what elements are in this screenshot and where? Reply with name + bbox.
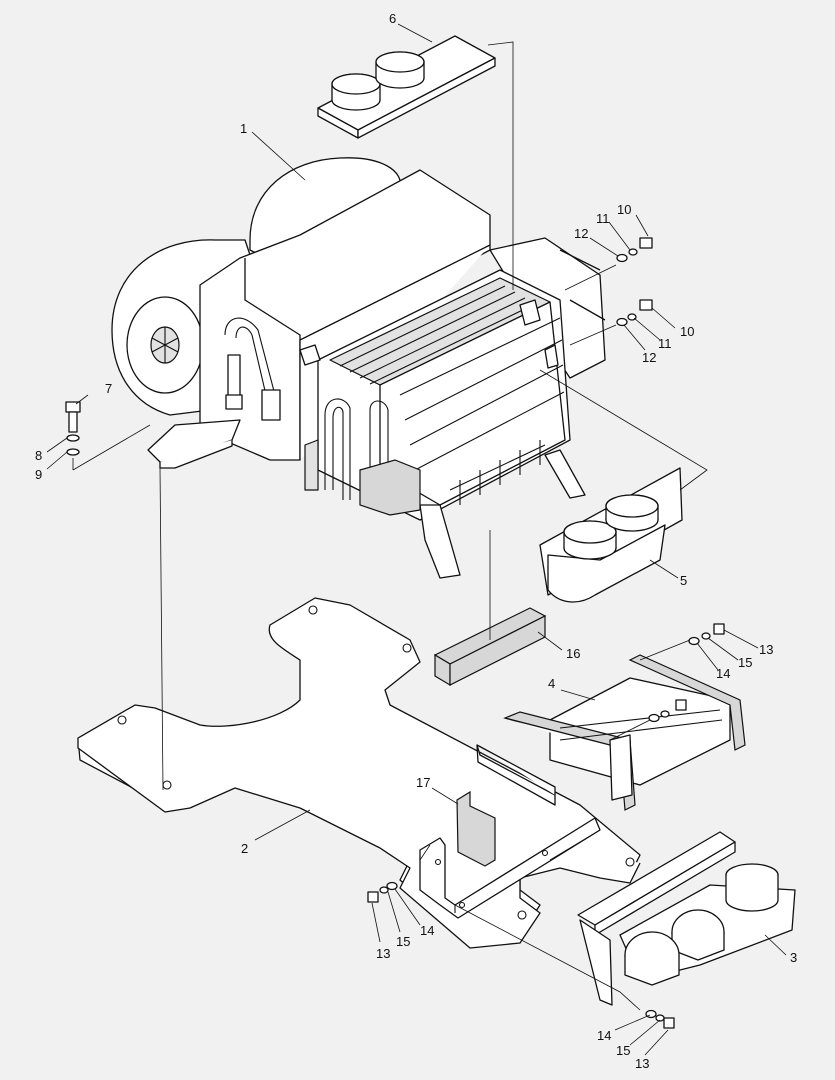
callout-14-left: 14	[420, 923, 434, 938]
part-17-foam-block	[456, 790, 496, 867]
callout-2: 2	[241, 841, 248, 856]
angle-bracket	[419, 817, 601, 919]
callout-13-right: 13	[759, 642, 773, 657]
callout-16: 16	[566, 646, 580, 661]
callout-5: 5	[680, 573, 687, 588]
part-1-heater-unit	[111, 157, 606, 579]
callout-15-bottom: 15	[616, 1043, 630, 1058]
assembly-lines	[72, 41, 708, 1011]
part-5-duct-box	[539, 467, 683, 603]
callout-10-lower: 10	[680, 324, 694, 339]
part-2-base-plate	[77, 597, 641, 949]
callout-12-lower: 12	[642, 350, 656, 365]
mounting-bracket-left	[147, 419, 241, 469]
callout-1: 1	[240, 121, 247, 136]
callout-15-right: 15	[738, 655, 752, 670]
part-6-duct-plate	[317, 35, 496, 139]
callout-11-upper: 11	[596, 211, 610, 226]
callout-15-left: 15	[396, 934, 410, 949]
foam-seal-strip	[476, 744, 556, 806]
callout-labels: 1 2 3 4 5 6 7 8 9 10 11 12 10 11 12 13 1…	[35, 11, 797, 1071]
callout-7: 7	[105, 381, 112, 396]
callout-13-bottom: 13	[635, 1056, 649, 1071]
callout-4: 4	[548, 676, 555, 691]
callout-17: 17	[416, 775, 430, 790]
callout-6: 6	[389, 11, 396, 26]
callout-10-upper: 10	[617, 202, 631, 217]
part-3-front-duct	[577, 831, 796, 1006]
callout-12-upper: 12	[574, 226, 588, 241]
callout-13-left: 13	[376, 946, 390, 961]
label-leaders	[46, 23, 787, 1056]
callout-8: 8	[35, 448, 42, 463]
callout-3: 3	[790, 950, 797, 965]
callout-11-lower: 11	[658, 336, 672, 351]
fasteners	[65, 237, 725, 1029]
callout-9: 9	[35, 467, 42, 482]
callout-14-bottom: 14	[597, 1028, 611, 1043]
callout-14-right: 14	[716, 666, 730, 681]
